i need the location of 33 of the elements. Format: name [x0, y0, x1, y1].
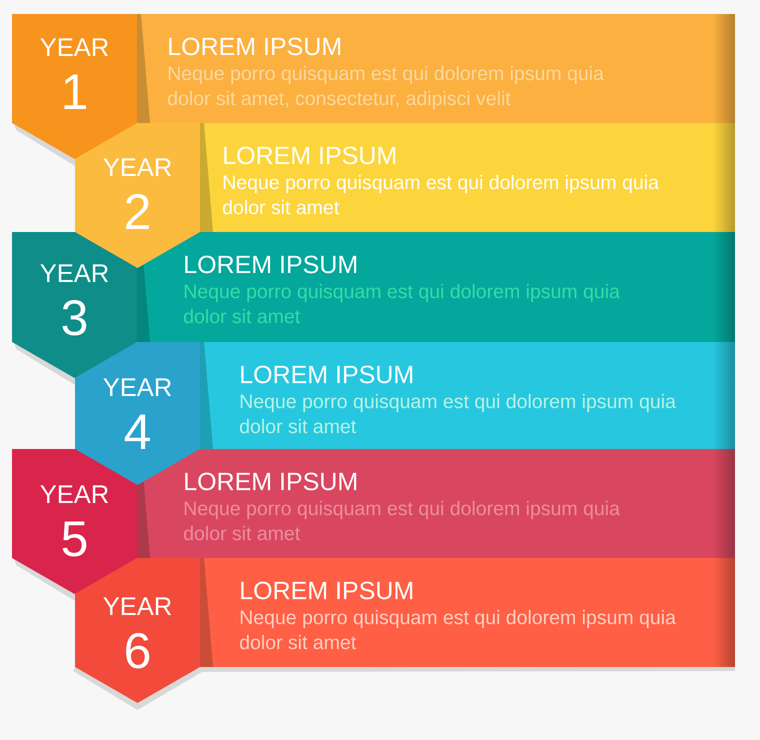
heading: LOREM IPSUM	[241, 366, 412, 384]
pentagon-tab	[12, 449, 137, 594]
year-label: YEAR	[103, 597, 172, 615]
heading: LOREM IPSUM	[185, 472, 356, 490]
heading: LOREM IPSUM	[241, 582, 412, 600]
heading: LOREM IPSUM	[169, 38, 340, 56]
info-band	[137, 14, 735, 123]
heading: LOREM IPSUM	[224, 146, 396, 164]
year-number: 4	[124, 414, 150, 449]
year-number: 3	[62, 300, 86, 336]
year-number: 5	[62, 522, 86, 556]
info-band	[200, 342, 735, 449]
body-text: Neque porro quisquam est qui dolorem ipsum quia dolor sit amet	[240, 394, 676, 434]
body-text: Neque porro quisquam est qui dolorem ipsum quia dolor sit amet, consectetur, adipisci velit	[168, 66, 604, 110]
heading: LOREM IPSUM	[185, 256, 356, 274]
year-label: YEAR	[103, 378, 172, 396]
info-band	[200, 123, 735, 232]
info-band	[200, 558, 735, 667]
year-label: YEAR	[40, 38, 108, 56]
year-label: YEAR	[40, 485, 108, 503]
info-band	[137, 232, 735, 342]
info-band	[137, 449, 735, 558]
body-text: Neque porro quisquam est qui dolorem ipsum quia dolor sit amet	[223, 174, 659, 214]
pentagon-tab	[75, 558, 200, 703]
year-number: 2	[126, 194, 149, 229]
body-text: Neque porro quisquam est qui dolorem ipsum quia dolor sit amet	[184, 500, 620, 540]
year-label: YEAR	[103, 158, 172, 176]
pentagon-tab	[12, 232, 137, 378]
year-number: 1	[64, 74, 86, 109]
year-label: YEAR	[40, 264, 108, 282]
body-text: Neque porro quisquam est qui dolorem ipsum quia dolor sit amet	[240, 610, 676, 650]
year-number: 6	[126, 633, 150, 668]
pentagon-tab	[12, 14, 137, 159]
